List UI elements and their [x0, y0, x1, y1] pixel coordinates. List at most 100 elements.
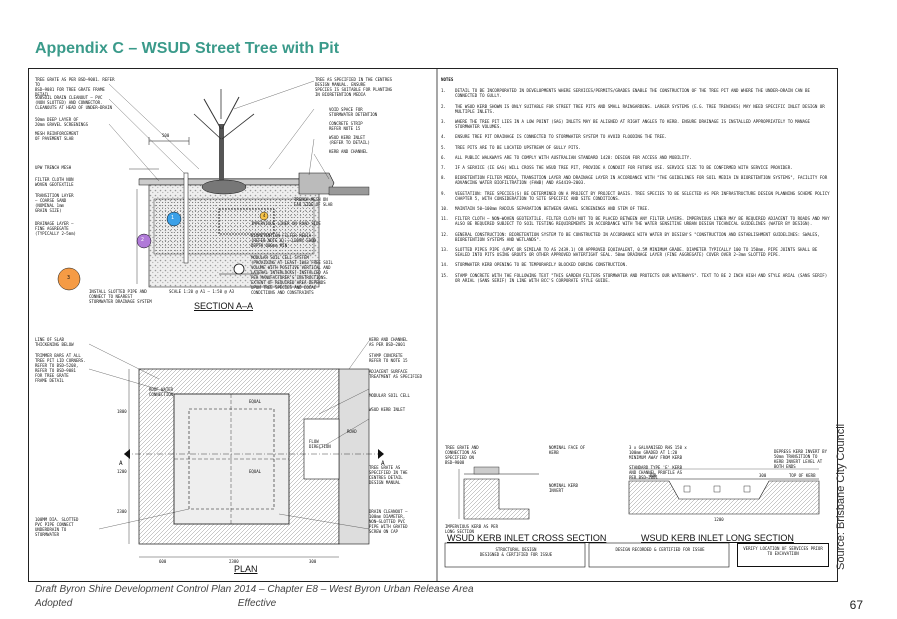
note-number: 12.	[441, 231, 449, 237]
kerb-cross-title: WSUD KERB INLET CROSS SECTION	[447, 533, 607, 543]
note-number: 6.	[441, 154, 446, 160]
note-number: 11.	[441, 216, 449, 222]
plan-label-soil-cell: MODULAR SOIL CELL	[369, 393, 410, 398]
label-impervious-liner: IMPERVIOUS LINER ON ROAD SIDE	[251, 221, 321, 226]
note-number: 5.	[441, 144, 446, 150]
note-item: 10. MAINTAIN 50–100mm RADIUS SEPARATION B…	[441, 206, 831, 211]
technical-drawing	[57, 69, 820, 581]
label-soil-cell: MODULAR SOIL CELL SYSTEM (PROVIDING AT L…	[251, 255, 333, 295]
marker-1	[166, 211, 182, 227]
plan-flow-direction: FLOW DIRECTION	[309, 439, 331, 449]
note-item: 6. ALL PUBLIC WALKWAYS ARE TO COMPLY WITH…	[441, 155, 831, 160]
label-filter-media: BIORETENTION FILTER MEDIA (REFER NOTE 8)…	[251, 233, 319, 248]
section-aa-drawing	[57, 80, 370, 291]
note-item: 9. VEGETATION: TREE SPECIES(S) BE DETERMI…	[441, 191, 831, 201]
note-text: TREE PITS ARE TO BE LOCATED UPSTREAM OF …	[455, 144, 581, 150]
footer-adopted: Adopted	[35, 598, 73, 609]
note-number: 9.	[441, 190, 446, 196]
note-item: 1.DETAIL TO BE INCORPORATED IN DEVELOPME…	[441, 88, 831, 98]
plan-section-mark-left: A	[119, 460, 123, 467]
note-text: VEGETATION: TREE SPECIES(S) BE DETERMINE…	[455, 190, 830, 201]
label-transition-layer: TRANSITION LAYER – COARSE SAND (NOMINAL …	[35, 193, 74, 213]
notes-panel: NOTES 1.DETAIL TO BE INCORPORATED IN DEV…	[441, 77, 831, 288]
notes-heading: NOTES	[441, 77, 454, 82]
plan-dim-600: 600	[159, 559, 167, 564]
label-gravel-layer: 50mm DEEP LAYER OF 20mm GRAVEL SCREENING…	[35, 117, 88, 127]
note-number: 14.	[441, 262, 449, 268]
tree-crown	[193, 89, 255, 140]
section-aa-scale: SCALE 1:20 @ A1 – 1:50 @ A3	[169, 289, 235, 294]
note-number: 10.	[441, 206, 449, 212]
label-void-space: VOID SPACE FOR STORMWATER DETENTION	[329, 107, 378, 117]
label-trench-mesh-far: TRENCH MESH ON FAR SIDE OF SLAB	[294, 197, 333, 207]
marker-4	[259, 211, 269, 221]
note-text: GENERAL CONSTRUCTION: BIORETENTION SYSTE…	[455, 231, 820, 242]
label-wsud-kerb-inlet: WSUD KERB INLET (REFER TO DETAIL)	[329, 135, 370, 145]
page-number: 67	[849, 598, 863, 612]
note-text: THE WSUD KERB SHOWN IS ONLY SUITABLE FOR…	[455, 103, 825, 114]
marker-2-label: 2	[141, 237, 145, 243]
kerb-cross-label-grate: TREE GRATE AND CONNECTION AS SPECIFIED O…	[445, 445, 479, 465]
plan-title: PLAN	[234, 564, 258, 574]
note-item: 2. THE WSUD KERB SHOWN IS ONLY SUITABLE F…	[441, 104, 831, 114]
note-item: 4.ENSURE TREE PIT DRAINAGE IS CONNECTED …	[441, 134, 831, 139]
plan-dim-1200: 1200	[117, 469, 127, 474]
note-text: SLOTTED PIPES PIPE (UPVC OR SIMILAR TO A…	[455, 247, 818, 258]
page-title: Appendix C – WSUD Street Tree with Pit	[35, 40, 340, 57]
kerb-cross-label-impervious: IMPERVIOUS KERB AS PER LONG SECTION	[445, 524, 498, 534]
plan-road: ROAD	[347, 429, 357, 434]
note-item: 7.IF A SERVICE (IE GAS) WILL CROSS THE W…	[441, 165, 831, 170]
note-number: 2.	[441, 103, 446, 109]
drawing-sheet: TREE GRATE AS PER BSD–9081. REFER TO BSD…	[28, 68, 838, 582]
footer: Draft Byron Shire Development Control Pl…	[35, 583, 474, 611]
plan-roof-water: ROOF WATER CONNECTION	[149, 387, 174, 397]
plan-equal-2: EQUAL	[249, 469, 262, 474]
kerb-long-label-rhs: 3 x GALVANISED RHS 150 x 100mm GRADED AT…	[629, 445, 687, 460]
label-filter-cloth: FILTER CLOTH NON WOVEN GEOTEXTILE	[35, 177, 74, 187]
label-slotted-pipe: INSTALL SLOTTED PIPE AND CONNECT TO NEAR…	[89, 289, 152, 304]
plan-dim-300: 300	[309, 559, 317, 564]
footer-document-title: Draft Byron Shire Development Control Pl…	[35, 584, 474, 595]
title-block-design: DESIGN RECORDED & CERTIFIED FOR ISSUE	[615, 547, 705, 552]
label-kerb-channel: KERB AND CHANNEL	[329, 149, 368, 154]
plan-label-drain-cleanout: DRAIN CLEANOUT – 100mm DIAMETER, NON–SLO…	[369, 509, 408, 534]
kerb-long-label-top: TOP OF KERB	[789, 473, 816, 478]
notes-list: 1.DETAIL TO BE INCORPORATED IN DEVELOPME…	[441, 88, 831, 283]
marker-3-label: 3	[67, 275, 71, 281]
note-item: 13.SLOTTED PIPES PIPE (UPVC OR SIMILAR T…	[441, 247, 831, 257]
note-text: STORMWATER KERB OPENING TO BE TEMPORARIL…	[455, 262, 628, 268]
plan-dim-2380: 2380	[229, 559, 239, 564]
note-item: 5. TREE PITS ARE TO BE LOCATED UPSTREAM O…	[441, 145, 831, 150]
plan-dim-2300: 2300	[117, 509, 127, 514]
marker-4-label: 4	[263, 213, 266, 218]
kerb-long-dim-1200: 1200	[714, 517, 724, 522]
section-aa-title: SECTION A–A	[194, 301, 254, 311]
kerb-long-dim-300b: 300	[759, 473, 767, 478]
note-text: FILTER CLOTH – NON–WOVEN GEOTEXTILE. FIL…	[455, 216, 830, 227]
footer-status-row: Adopted Effective	[35, 597, 474, 611]
kerb-long-title: WSUD KERB INLET LONG SECTION	[641, 533, 794, 543]
note-number: 8.	[441, 175, 446, 181]
note-item: 14. STORMWATER KERB OPENING TO BE TEMPORA…	[441, 262, 831, 267]
label-drainage-layer: DRAINAGE LAYER – FINE AGGREGATE (TYPICAL…	[35, 221, 76, 236]
note-item: 11. FILTER CLOTH – NON–WOVEN GEOTEXTILE. …	[441, 216, 831, 226]
note-text: ALL PUBLIC WALKWAYS ARE TO COMPLY WITH A…	[455, 154, 692, 160]
note-item: 8. BIORETENTION FILTER MEDIA, TRANSITION …	[441, 175, 831, 185]
label-mesh-reinforcement: MESH REINFORCEMENT OF PAVEMENT SLAB	[35, 131, 79, 141]
note-number: 15.	[441, 272, 449, 278]
note-text: MAINTAIN 50–100mm RADIUS SEPARATION BETW…	[455, 206, 650, 212]
footer-effective: Effective	[237, 598, 277, 609]
dim-500: 500	[162, 133, 170, 138]
kerb-cross-label-invert: NOMINAL KERB INVERT	[549, 483, 578, 493]
note-number: 4.	[441, 134, 446, 140]
note-number: 7.	[441, 165, 446, 171]
marker-3	[57, 267, 81, 291]
note-text: BIORETENTION FILTER MEDIA, TRANSITION LA…	[455, 175, 828, 186]
note-number: 1.	[441, 88, 446, 94]
title-block-structural: STRUCTURAL DESIGN DESIGNED & CERTIFIED F…	[479, 547, 553, 557]
note-item: 12. GENERAL CONSTRUCTION: BIORETENTION SY…	[441, 232, 831, 242]
label-subsoil-cleanout: SUBSOIL DRAIN CLEANOUT – PVC (NON SLOTTE…	[35, 95, 113, 110]
plan-label-kerb-inlet: WSUD KERB INLET	[369, 407, 406, 412]
plan-equal-1: EQUAL	[249, 399, 262, 404]
label-tree-species: TREE AS SPECIFIED IN THE CENTRES DESIGN …	[315, 77, 393, 97]
